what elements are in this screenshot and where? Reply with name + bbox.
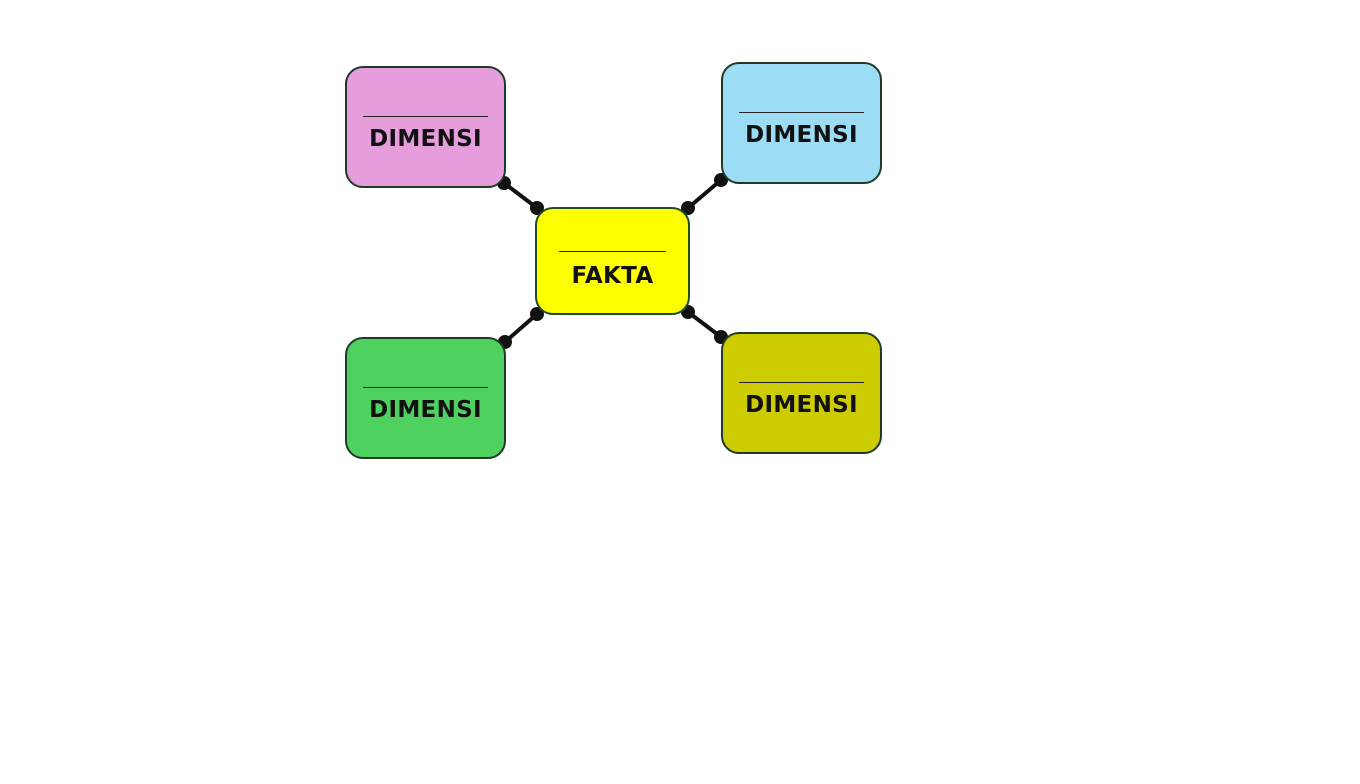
dimension-node-bottom-right[interactable]: DIMENSI <box>721 332 882 454</box>
connector-group <box>497 173 728 349</box>
dimension-node-top-left[interactable]: DIMENSI <box>345 66 506 188</box>
connector-top-right <box>686 178 723 210</box>
connector-bottom-left <box>503 312 539 344</box>
dimension-node-bottom-left[interactable]: DIMENSI <box>345 337 506 459</box>
dimension-label: DIMENSI <box>745 122 858 148</box>
dimension-label: DIMENSI <box>745 392 858 418</box>
divider-line <box>739 112 864 113</box>
divider-line <box>363 116 488 117</box>
divider-line <box>363 387 488 388</box>
divider-line <box>739 382 864 383</box>
dimension-label: DIMENSI <box>369 397 482 423</box>
divider-line <box>559 251 666 252</box>
dimension-label: DIMENSI <box>369 126 482 152</box>
fact-node-center[interactable]: FAKTA <box>535 207 690 315</box>
fact-label: FAKTA <box>571 263 654 289</box>
dimension-node-top-right[interactable]: DIMENSI <box>721 62 882 184</box>
